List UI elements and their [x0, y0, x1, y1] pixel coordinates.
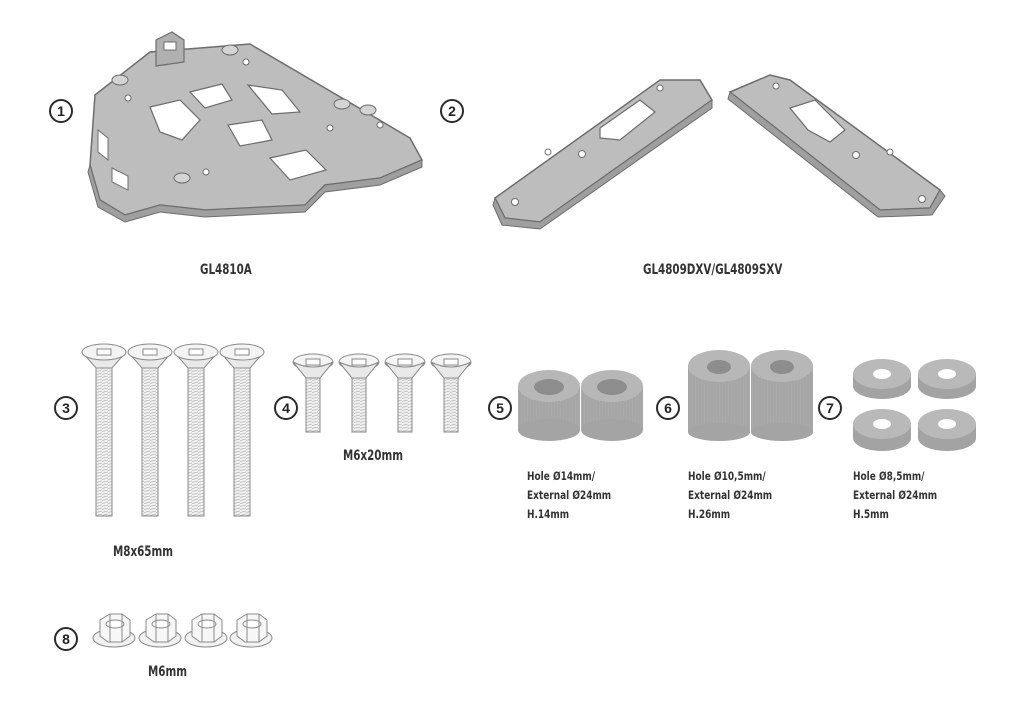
part-6-spec-hole: Hole Ø10,5mm/ [688, 469, 766, 483]
part-7-spec-hole: Hole Ø8,5mm/ [853, 469, 925, 483]
part-6-badge: 6 [656, 396, 680, 420]
part-5-spec: Hole Ø14mm/ External Ø24mm H.14mm [527, 467, 611, 524]
part-3-label: M8x65mm [113, 544, 174, 560]
spacers-26mm-drawing [688, 350, 813, 441]
washers-drawing [853, 359, 976, 451]
side-brackets-drawing [492, 74, 946, 230]
part-7-spec-height: H.5mm [853, 507, 889, 521]
part-4-label: M6x20mm [343, 448, 404, 464]
part-5-spec-hole: Hole Ø14mm/ [527, 469, 596, 483]
part-7-badge: 7 [818, 396, 842, 420]
part-5-spec-height: H.14mm [527, 507, 570, 521]
part-8-label: M6mm [148, 664, 188, 680]
part-4-badge: 4 [274, 396, 298, 420]
part-6-spec-height: H.26mm [688, 507, 731, 521]
part-2-label: GL4809DXV/GL4809SXV [643, 262, 783, 278]
part-1-label: GL4810A [200, 262, 252, 278]
long-screws-drawing [81, 343, 265, 517]
part-6-spec-external: External Ø24mm [688, 488, 773, 502]
part-8-badge: 8 [54, 627, 78, 651]
part-7-spec-external: External Ø24mm [853, 488, 938, 502]
rack-plate-drawing [87, 31, 424, 223]
short-screws-drawing [292, 353, 472, 433]
part-5-spec-external: External Ø24mm [527, 488, 612, 502]
part-5-badge: 5 [488, 396, 512, 420]
part-2-badge: 2 [440, 99, 464, 123]
spacers-14mm-drawing [518, 370, 643, 441]
part-1-badge: 1 [49, 99, 73, 123]
nuts-drawing [92, 613, 273, 648]
part-7-spec: Hole Ø8,5mm/ External Ø24mm H.5mm [853, 467, 937, 524]
part-3-badge: 3 [54, 396, 78, 420]
part-6-spec: Hole Ø10,5mm/ External Ø24mm H.26mm [688, 467, 772, 524]
